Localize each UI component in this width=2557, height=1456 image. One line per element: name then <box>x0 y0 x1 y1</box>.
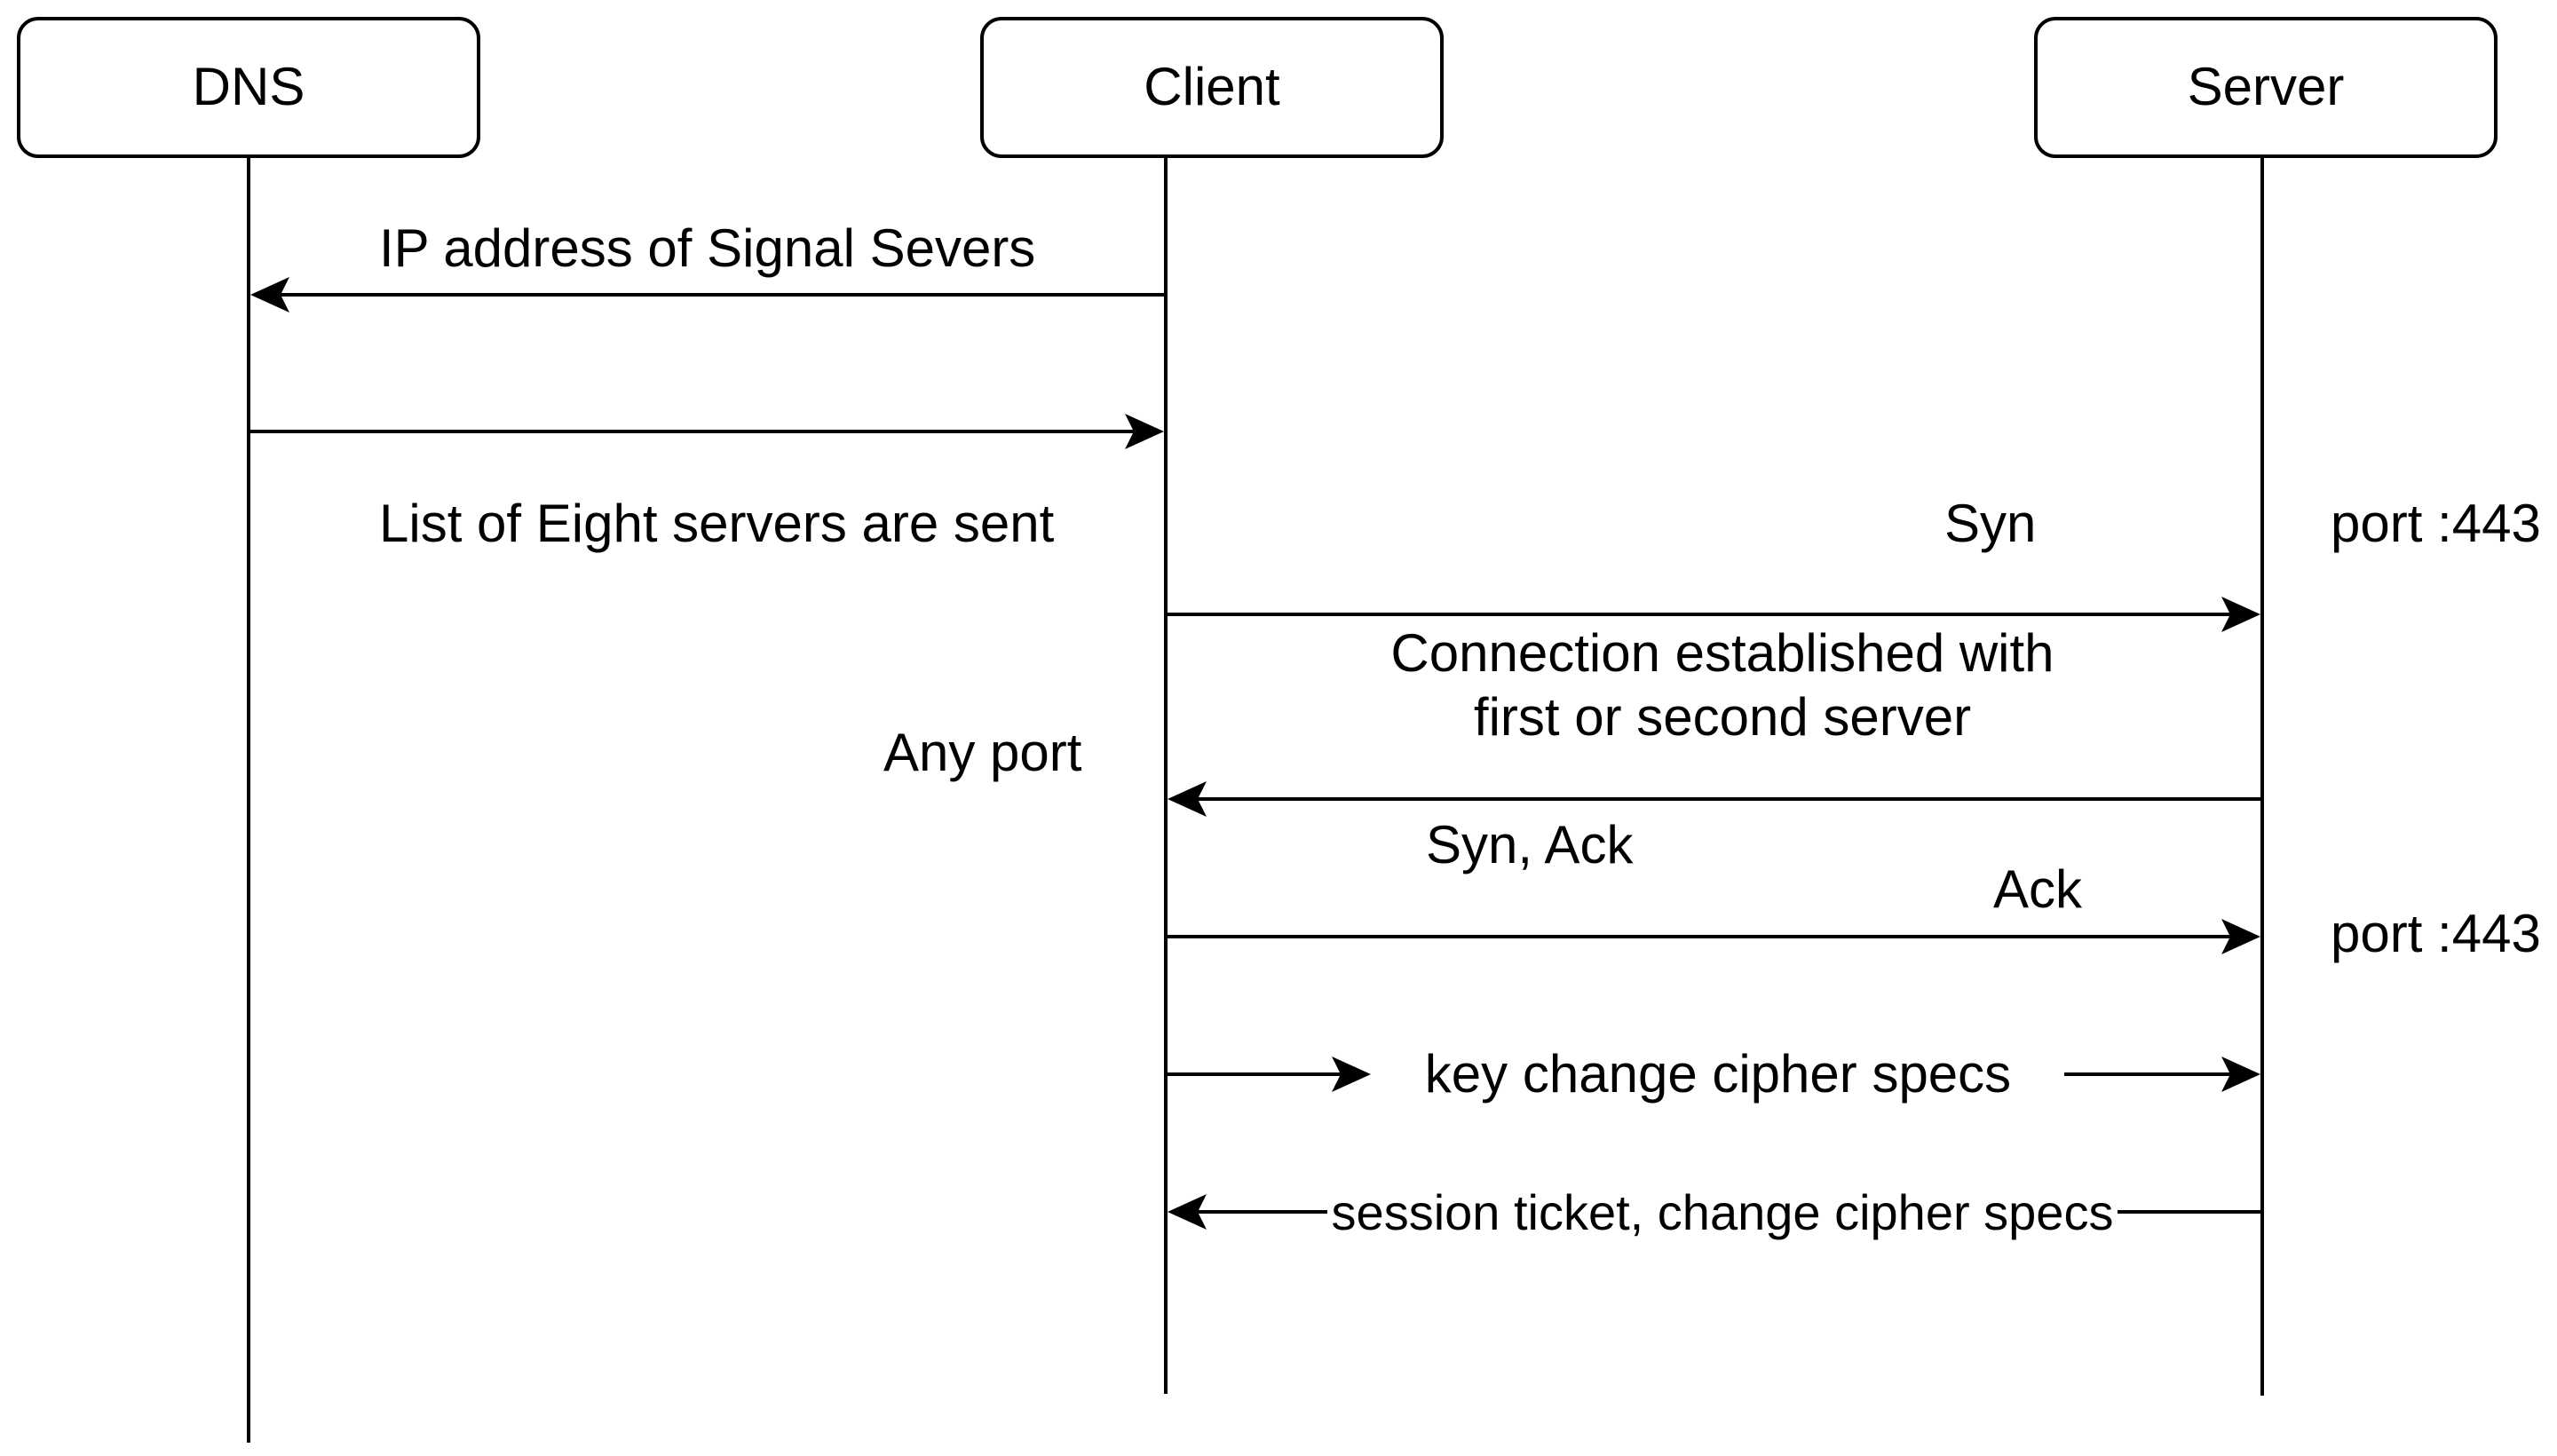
message-key-change: key change cipher specs <box>1166 1044 2260 1104</box>
syn-label: Syn <box>1944 494 2036 553</box>
message-session-ticket: session ticket, change cipher specs <box>1168 1184 2262 1240</box>
connection-note-line1: Connection established with <box>1390 623 2054 683</box>
connection-note-line2: first or second server <box>1474 687 1971 747</box>
server-list-arrowhead <box>1125 414 1164 449</box>
client-participant: Client <box>980 17 1444 158</box>
key-change-label: key change cipher specs <box>1425 1044 2011 1104</box>
syn-ack-label: Syn, Ack <box>1426 815 1634 874</box>
session-ticket-label-bg <box>1327 1186 2118 1238</box>
session-ticket-label: session ticket, change cipher specs <box>1332 1184 2114 1240</box>
ack-label: Ack <box>1993 859 2083 919</box>
syn-arrowhead <box>2221 597 2260 632</box>
client-participant-box <box>980 17 1444 158</box>
dns-participant: DNS <box>17 17 480 158</box>
message-server-list: List of Eight servers are sent <box>249 414 1164 553</box>
syn-ack-arrowhead <box>1168 781 1207 817</box>
server-participant: Server <box>2034 17 2498 158</box>
server-participant-label: Server <box>2188 57 2345 116</box>
ip-query-label: IP address of Signal Severs <box>379 218 1035 278</box>
server-list-label: List of Eight servers are sent <box>379 494 1055 553</box>
port-443-label-b: port :443 <box>2331 904 2541 963</box>
port-443-label-a: port :443 <box>2331 494 2541 553</box>
message-ack: Ack port :443 <box>1166 859 2541 963</box>
message-ip-query: IP address of Signal Severs <box>250 218 1166 313</box>
client-participant-label: Client <box>1144 57 1280 116</box>
ip-query-arrowhead <box>250 277 289 313</box>
server-participant-box <box>2034 17 2498 158</box>
key-change-arrowhead-right <box>2221 1056 2260 1092</box>
key-change-arrowhead-left <box>1332 1056 1371 1092</box>
message-syn-ack: Any port Syn, Ack <box>883 723 2262 874</box>
message-syn: Syn port :443 <box>1166 494 2541 632</box>
ack-arrowhead <box>2221 919 2260 954</box>
dns-participant-box <box>17 17 480 158</box>
any-port-label: Any port <box>883 723 1082 782</box>
connection-note: Connection established with first or sec… <box>1390 623 2054 747</box>
session-ticket-arrowhead <box>1168 1194 1207 1230</box>
dns-participant-label: DNS <box>193 57 305 116</box>
